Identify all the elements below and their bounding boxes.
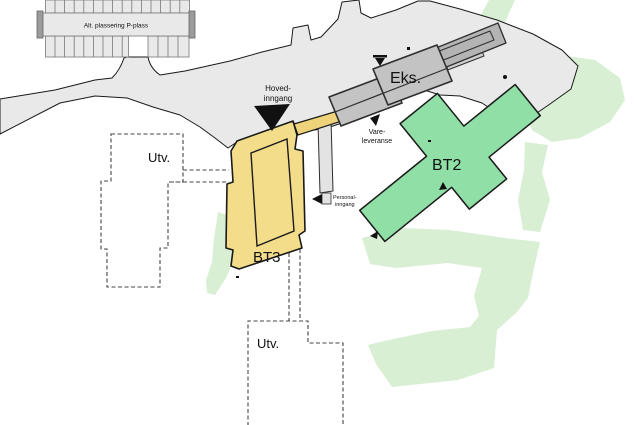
path-to-staff-entrance — [317, 118, 334, 194]
delivery-label-line1: Vare- — [369, 129, 386, 136]
bt3-inner-outline — [250, 138, 295, 248]
survey-dot-1 — [407, 47, 410, 50]
survey-dot-3 — [428, 140, 431, 142]
utv-area-bottom — [247, 320, 344, 425]
bt2-label: BT2 — [432, 157, 461, 174]
green-area-bottom-c — [362, 228, 540, 387]
bt2-building — [358, 83, 542, 243]
staff-entrance-box — [321, 192, 332, 205]
survey-dot-4 — [236, 276, 239, 278]
existing-building-label: Eks. — [390, 70, 421, 87]
utv-areas — [100, 133, 344, 425]
eks-entrance-marker-bar — [373, 55, 387, 58]
parking-stall-lines-bottom-left — [54, 36, 123, 57]
staff-entrance-arrow-icon — [312, 194, 322, 204]
utv-label-bottom: Utv. — [257, 336, 279, 351]
parking-area — [36, 0, 196, 58]
existing-building — [328, 22, 507, 127]
delivery-label-line2: leveranse — [362, 138, 392, 145]
eks-axis-line — [334, 67, 449, 113]
staff-entrance: Personal- inngang — [312, 192, 357, 208]
parking-stalls-top — [45, 0, 190, 14]
staff-entrance-label-line1: Personal- — [333, 195, 357, 201]
parking-stall-lines-bottom-right — [157, 36, 179, 57]
parking-cap-left — [36, 10, 44, 39]
green-area-right-connector — [518, 142, 550, 232]
bt2-footprint — [358, 83, 542, 243]
parking-label: Alt. plassering P-plass — [84, 23, 149, 30]
eks-entrance-marker-icon — [375, 58, 385, 66]
parking-stalls-bottom-left — [45, 35, 129, 58]
main-entrance-arrow-icon — [254, 104, 290, 131]
bt2-entrance-marker-1 — [439, 182, 447, 190]
parking-stalls-bottom-right — [147, 35, 190, 58]
delivery-arrow-icon — [370, 114, 380, 126]
markers — [236, 47, 507, 278]
main-entrance-label-line1: Hoved- — [265, 84, 291, 93]
utv-label-left: Utv. — [148, 150, 170, 165]
bt3-footprint — [225, 120, 306, 270]
staff-entrance-label-line2: inngang — [335, 202, 355, 208]
survey-dot-2 — [503, 75, 507, 79]
bt3-label: BT3 — [253, 249, 281, 266]
parking-cap-right — [188, 10, 196, 39]
main-entrance: Hoved- inngang — [254, 84, 292, 131]
main-entrance-label-line2: inngang — [264, 94, 292, 103]
bt2-entrance-marker-2 — [370, 231, 378, 239]
delivery: Vare- leveranse — [362, 114, 392, 145]
parking-stall-lines-top — [54, 0, 181, 13]
bt3-building — [225, 120, 306, 270]
